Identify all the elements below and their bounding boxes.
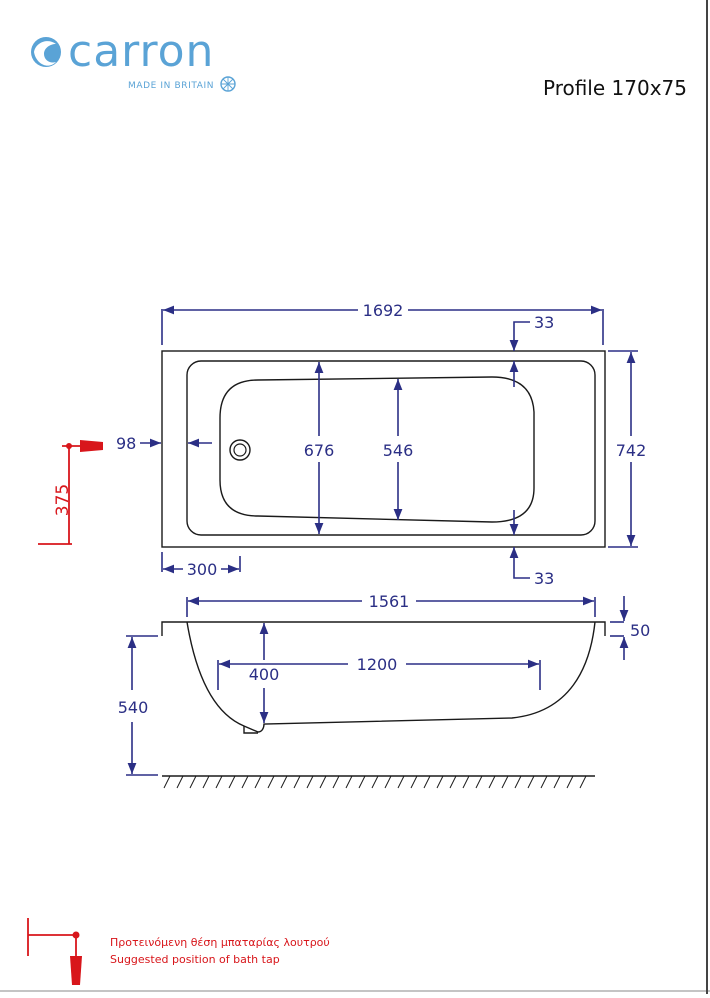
bath-side-profile xyxy=(161,621,606,733)
dim-rim-depth: 50 xyxy=(630,621,650,640)
swirl-logo-icon xyxy=(31,37,61,67)
floor-hatch-stroke xyxy=(553,775,561,789)
floor-hatch-stroke xyxy=(436,775,444,789)
dim-overall-height: 540 xyxy=(118,698,149,717)
floor-hatch-stroke xyxy=(189,775,197,789)
dim-tap-height: 375 xyxy=(53,484,73,516)
floor-hatch-stroke xyxy=(449,775,457,789)
dim-rim-bottom: 33 xyxy=(534,569,554,588)
floor-hatch-stroke xyxy=(228,775,236,789)
floor-hatch-stroke xyxy=(501,775,509,789)
floor-hatch-stroke xyxy=(163,775,171,789)
tap-legend-icon xyxy=(27,918,82,985)
dim-waste-from-end: 300 xyxy=(187,560,218,579)
dim-inner-width: 676 xyxy=(304,441,335,460)
floor-hatch-stroke xyxy=(397,775,405,789)
bath-base-outline xyxy=(219,376,535,523)
legend-text-english: Suggested position of bath tap xyxy=(110,953,280,966)
floor-hatch-stroke xyxy=(176,775,184,789)
tap-marker-icon xyxy=(38,440,103,545)
dim-rim-top: 33 xyxy=(534,313,554,332)
globe-icon xyxy=(220,76,236,92)
legend-text-greek: Προτεινόμενη θέση μπαταρίας λουτρού xyxy=(110,936,330,949)
page-title: Profile 170x75 xyxy=(543,76,687,100)
plan-view: 1692 33 33 742 676 546 98 300 xyxy=(38,301,646,588)
dim-inner-length: 1561 xyxy=(369,592,410,611)
floor-hatch-stroke xyxy=(358,775,366,789)
floor-hatch-stroke xyxy=(488,775,496,789)
page-edge-line xyxy=(706,0,708,994)
side-view: 1561 50 540 400 1200 xyxy=(118,592,650,789)
bath-outer-rim xyxy=(161,350,606,548)
dim-overall-width: 742 xyxy=(616,441,647,460)
floor-hatch-stroke xyxy=(241,775,249,789)
floor-hatch-stroke xyxy=(306,775,314,789)
floor-hatching xyxy=(162,775,595,789)
floor-hatch-stroke xyxy=(540,775,548,789)
floor-hatch-stroke xyxy=(579,775,587,789)
dim-inner-depth: 400 xyxy=(249,665,280,684)
floor-hatch-stroke xyxy=(527,775,535,789)
floor-hatch-stroke xyxy=(345,775,353,789)
floor-hatch-stroke xyxy=(293,775,301,789)
floor-hatch-stroke xyxy=(371,775,379,789)
dim-base-width: 546 xyxy=(383,441,414,460)
brand-logo: carron MADE IN BRITAIN xyxy=(31,26,236,92)
floor-hatch-stroke xyxy=(410,775,418,789)
tap-legend: Προτεινόμενη θέση μπαταρίας λουτρού Sugg… xyxy=(27,918,330,985)
floor-hatch-stroke xyxy=(319,775,327,789)
floor-hatch-stroke xyxy=(384,775,392,789)
floor-hatch-stroke xyxy=(267,775,275,789)
brand-tagline: MADE IN BRITAIN xyxy=(128,81,214,91)
floor-hatch-stroke xyxy=(475,775,483,789)
floor-hatch-stroke xyxy=(462,775,470,789)
floor-hatch-stroke xyxy=(566,775,574,789)
bath-inner-rim xyxy=(186,360,596,536)
floor-hatch-stroke xyxy=(514,775,522,789)
waste-icon xyxy=(229,439,251,461)
dim-waste-offset: 98 xyxy=(116,434,136,453)
floor-hatch-stroke xyxy=(280,775,288,789)
dim-overall-length: 1692 xyxy=(363,301,404,320)
floor-hatch-stroke xyxy=(332,775,340,789)
brand-name: carron xyxy=(68,26,214,77)
floor-hatch-stroke xyxy=(202,775,210,789)
floor-hatch-stroke xyxy=(254,775,262,789)
dim-base-length: 1200 xyxy=(357,655,398,674)
floor-hatch-stroke xyxy=(423,775,431,789)
floor-hatch-stroke xyxy=(215,775,223,789)
